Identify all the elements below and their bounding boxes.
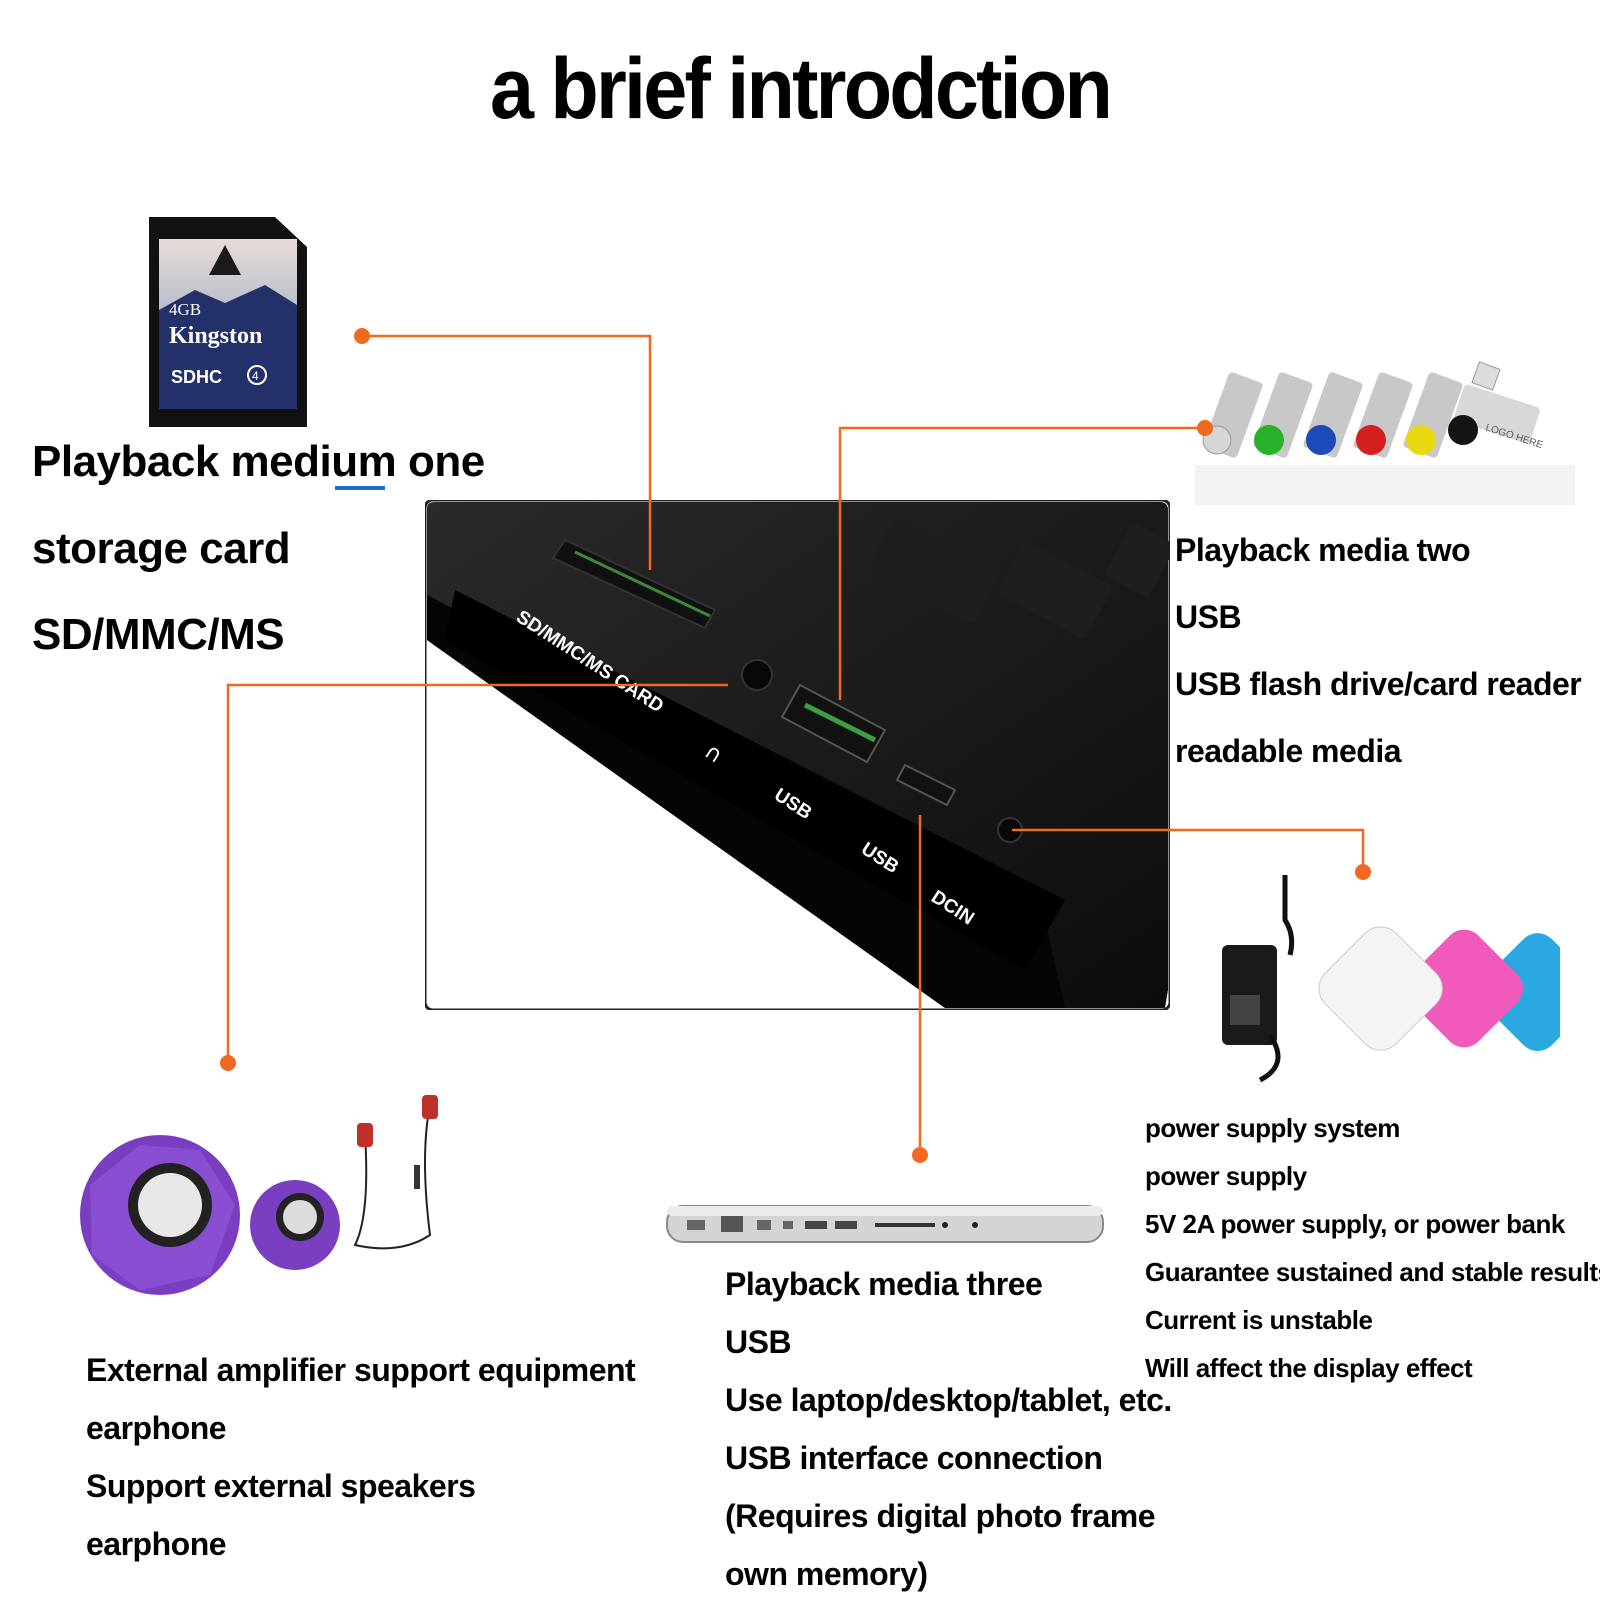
section-audio-line-2: earphone <box>86 1410 227 1446</box>
laptop-side-image <box>666 1205 1104 1243</box>
spellcheck-underline <box>335 486 385 490</box>
leader-dot-laptop <box>912 1147 928 1163</box>
section-power-line-1: power supply system <box>1145 1113 1400 1143</box>
section-three-line-4: USB interface connection <box>725 1440 1103 1476</box>
section-three-line-3: Use laptop/desktop/tablet, etc. <box>725 1382 1172 1418</box>
power-adapter-powerbank-image <box>1222 875 1560 1083</box>
section-two-line-3: USB flash drive/card reader <box>1175 666 1582 702</box>
section-audio-line-4: earphone <box>86 1526 227 1562</box>
section-three-line-6: own memory) <box>725 1556 928 1592</box>
page-title: a brief introdction <box>489 41 1113 137</box>
section-two-line-4: readable media <box>1175 733 1402 769</box>
section-three-line-2: USB <box>725 1324 792 1360</box>
section-two-line-1: Playback media two <box>1175 532 1471 568</box>
section-power-line-3: 5V 2A power supply, or power bank <box>1145 1209 1565 1239</box>
section-one-line-3: SD/MMC/MS <box>32 610 285 659</box>
leader-dot-sd <box>354 328 370 344</box>
section-two-line-2: USB <box>1175 599 1242 635</box>
section-one-line-1: Playback medium one <box>32 437 485 486</box>
section-power-line-2: power supply <box>1145 1161 1307 1191</box>
usb-flash-drives-image: LOGO HERE <box>1195 361 1575 505</box>
section-three-line-5: (Requires digital photo frame <box>725 1498 1155 1534</box>
sd-card-format: SDHC <box>171 367 222 387</box>
speakers-earphones-image <box>80 1095 438 1295</box>
section-three-line-1: Playback media three <box>725 1266 1043 1302</box>
section-power-line-4: Guarantee sustained and stable results <box>1145 1257 1600 1287</box>
section-power-line-5: Current is unstable <box>1145 1305 1373 1335</box>
section-one-line-2: storage card <box>32 524 291 573</box>
sd-card-brand: Kingston <box>169 323 262 349</box>
photo-frame-port-panel-image: SD/MMC/MS CARD ∩ USB USB DCIN <box>425 500 1170 1010</box>
sd-card-class: 4 <box>252 369 259 383</box>
sd-card-image: 4GB Kingston SDHC 4 <box>149 217 307 427</box>
section-audio-line-3: Support external speakers <box>86 1468 476 1504</box>
sd-card-capacity: 4GB <box>169 300 201 319</box>
section-audio-line-1: External amplifier support equipment <box>86 1352 636 1388</box>
section-power-line-6: Will affect the display effect <box>1145 1353 1473 1383</box>
leader-dot-audio <box>220 1055 236 1071</box>
